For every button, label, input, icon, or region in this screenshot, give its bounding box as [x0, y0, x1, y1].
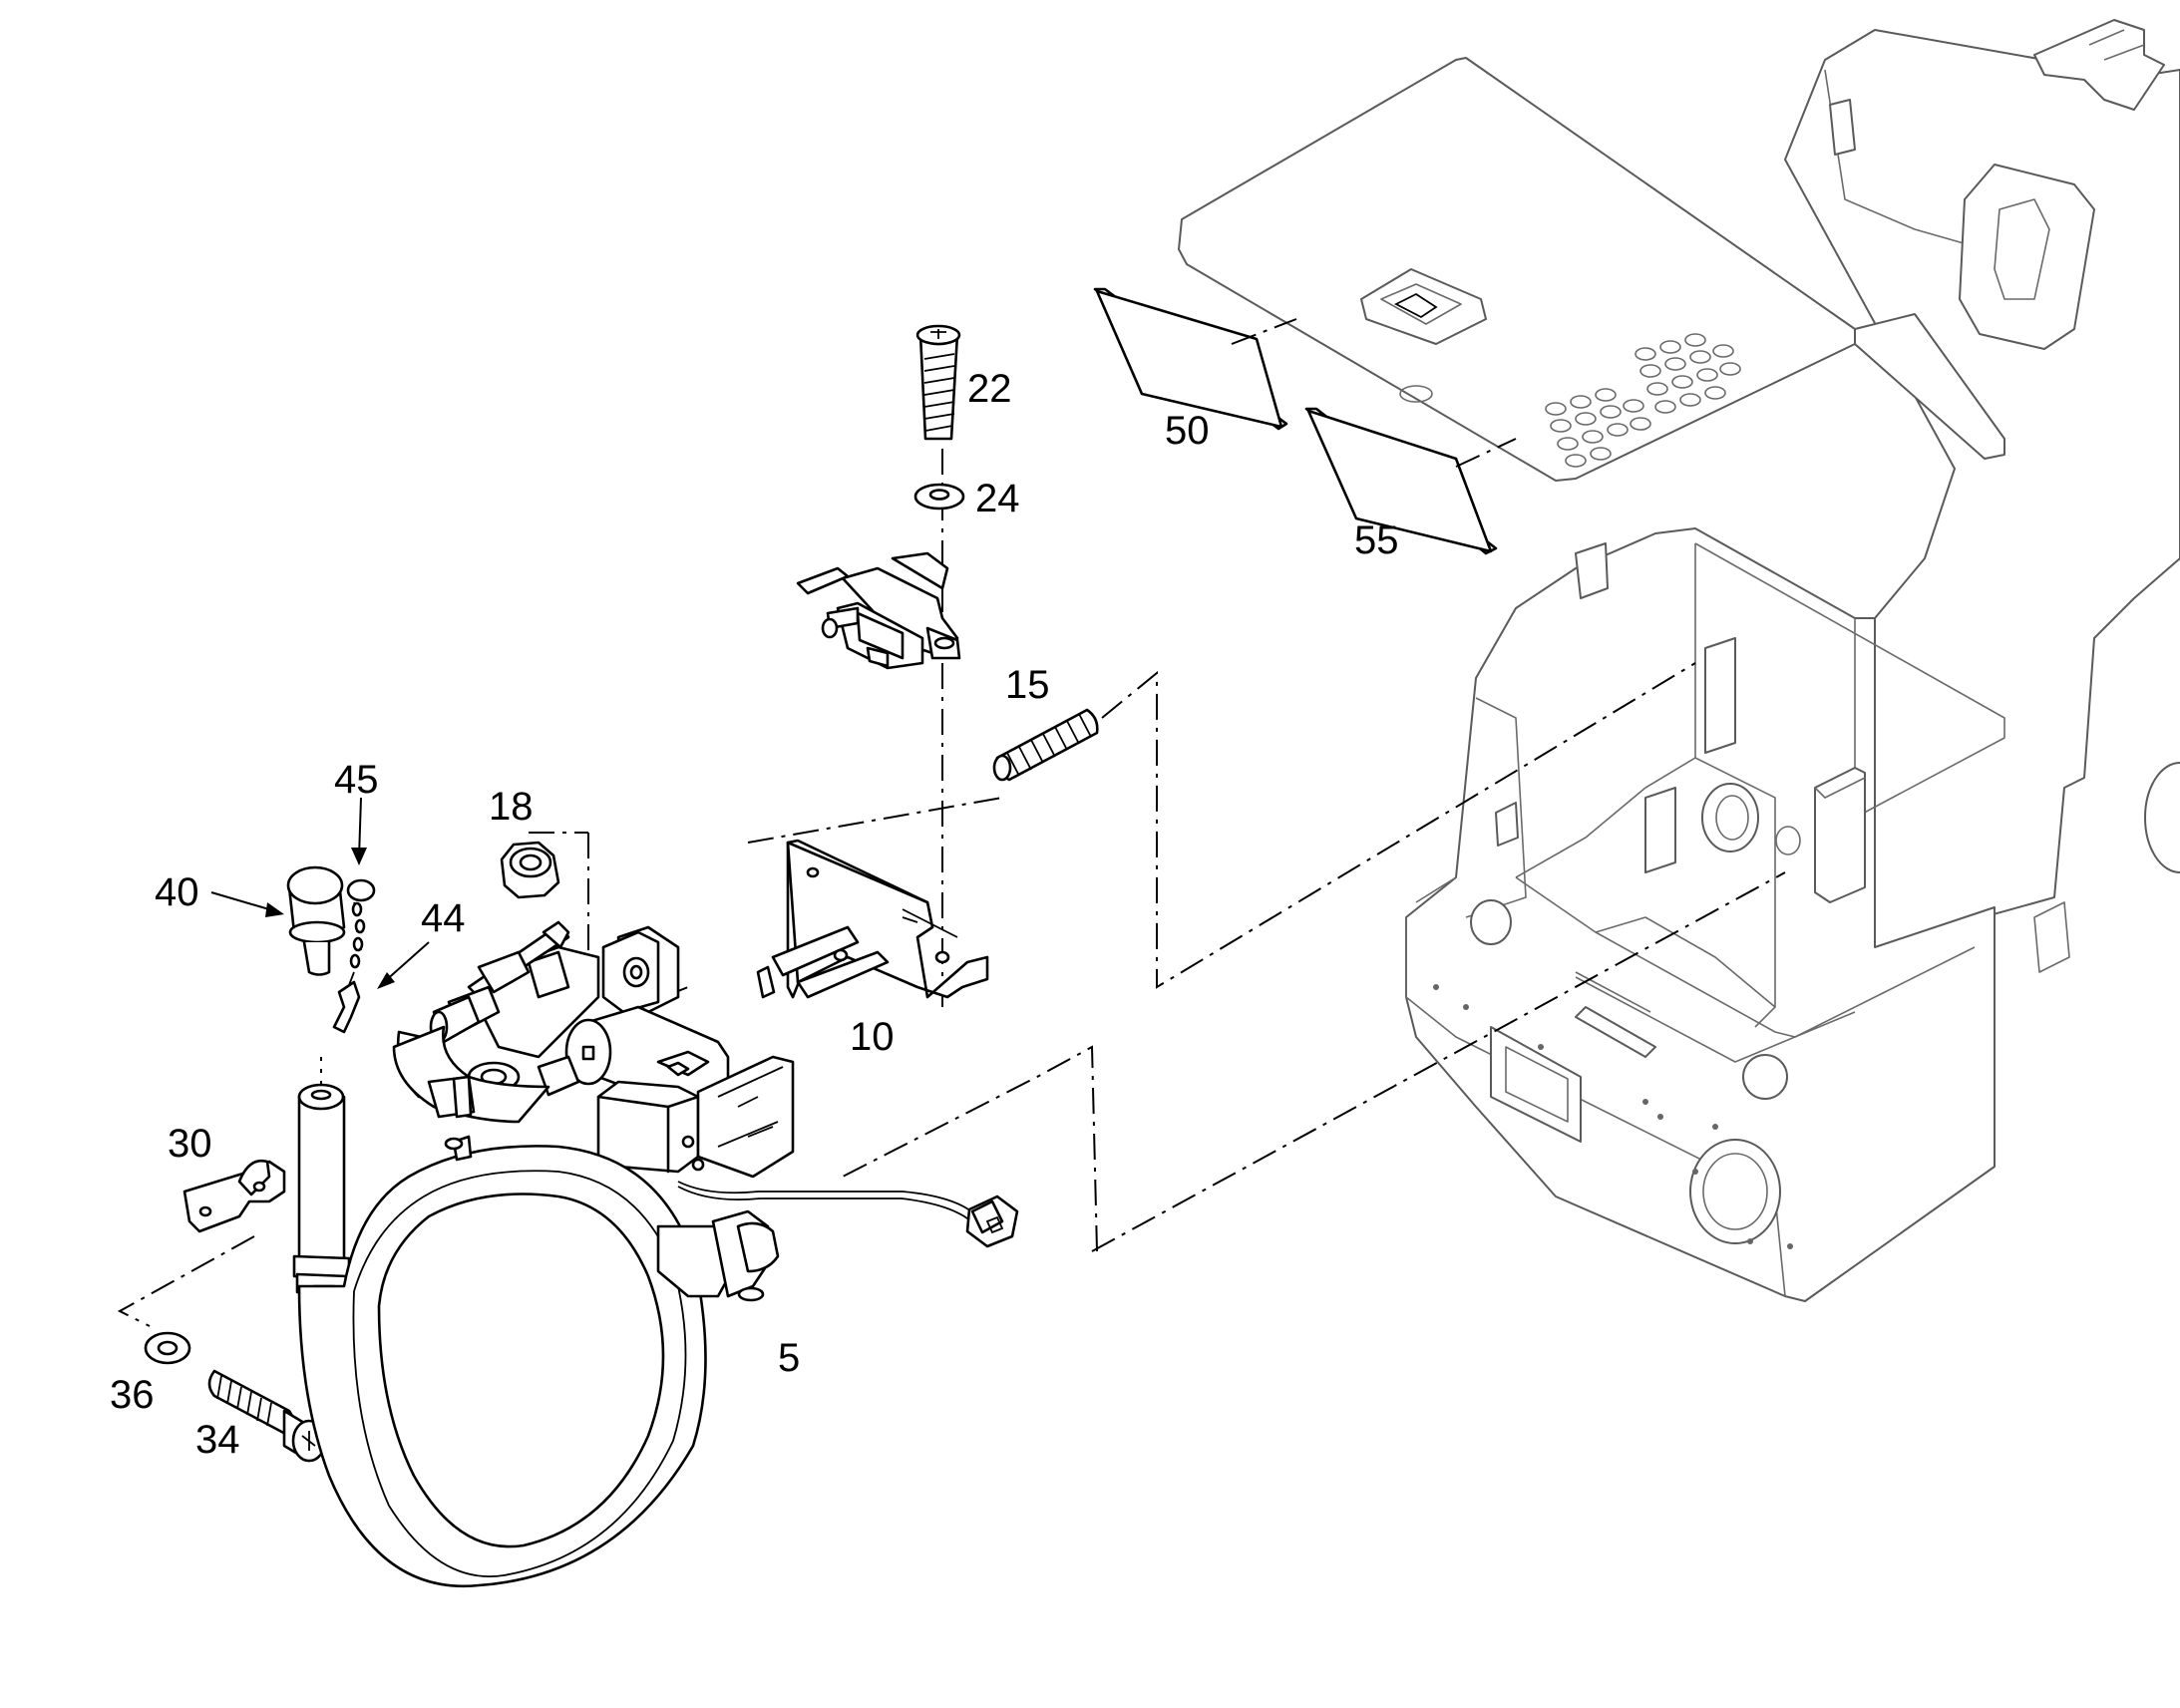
callout-40: 40 — [155, 870, 199, 914]
bolt-34 — [207, 1369, 327, 1463]
leader-arrows — [210, 797, 430, 989]
callout-labels: 22 24 15 45 18 40 44 10 30 5 36 34 50 55 — [110, 367, 1399, 1462]
callout-24: 24 — [975, 477, 1020, 520]
machine-frame — [1178, 19, 2180, 1302]
bracket-10 — [756, 839, 989, 999]
pump-valve-assembly — [429, 920, 1019, 1248]
hose-5 — [292, 1025, 780, 1588]
leader-50 — [1231, 318, 1297, 345]
callout-45: 45 — [334, 758, 379, 802]
valve-bracket-assembly — [796, 551, 961, 670]
callout-44: 44 — [421, 896, 466, 940]
plate-50 — [1093, 287, 1288, 431]
callout-34: 34 — [195, 1418, 240, 1462]
washer-36 — [144, 1331, 191, 1365]
assembly-lines — [117, 449, 1786, 1327]
stud-15 — [992, 708, 1099, 782]
nut-18 — [500, 841, 560, 899]
plate-55 — [1304, 407, 1498, 555]
clip-30 — [182, 1159, 286, 1233]
leader-55 — [1455, 438, 1517, 468]
callout-10: 10 — [850, 1015, 895, 1059]
washer-24 — [913, 483, 965, 511]
callout-22: 22 — [967, 367, 1012, 411]
callout-15: 15 — [1005, 663, 1050, 707]
cap-40 — [286, 865, 346, 976]
callout-50: 50 — [1165, 409, 1210, 453]
callout-30: 30 — [168, 1122, 212, 1166]
callout-18: 18 — [489, 785, 534, 829]
callout-55: 55 — [1354, 518, 1399, 562]
callout-5: 5 — [778, 1336, 800, 1380]
chain-44 — [332, 878, 376, 1034]
callout-36: 36 — [110, 1373, 155, 1417]
bolt-22 — [915, 324, 961, 441]
